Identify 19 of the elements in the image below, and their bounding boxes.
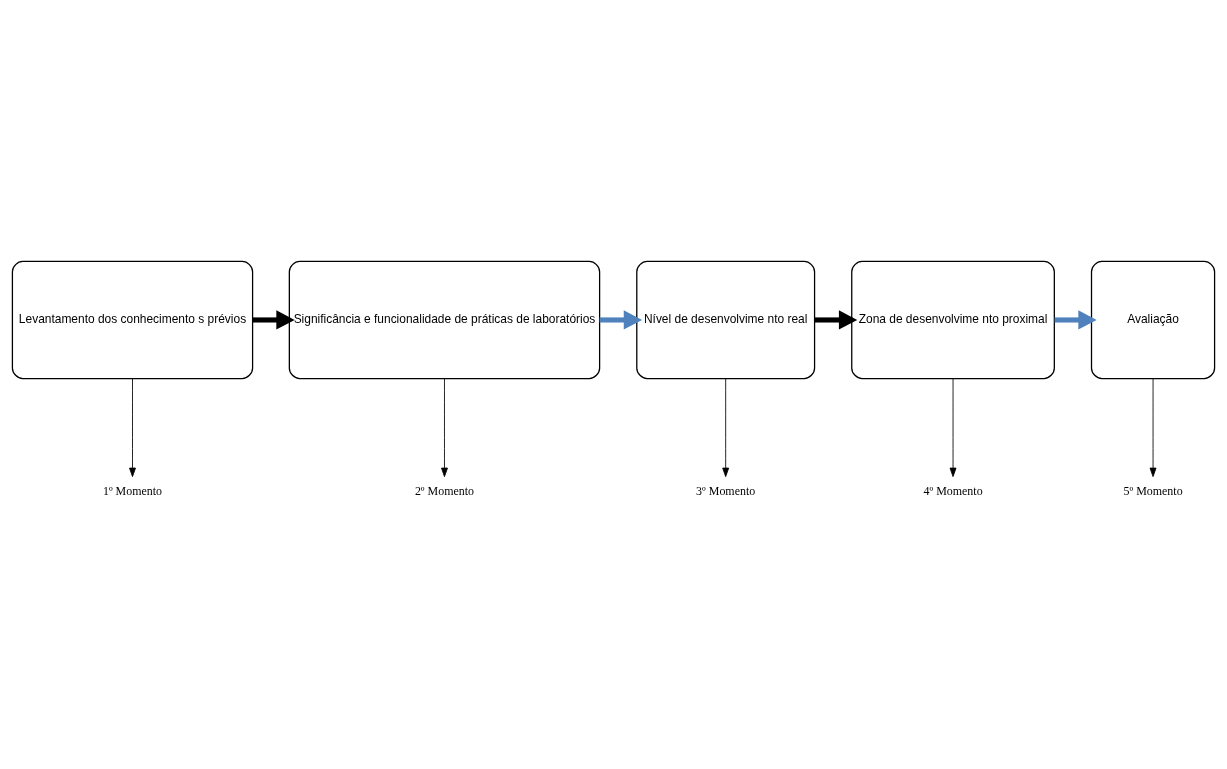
node-text: 4º Momento [923, 484, 983, 499]
node-text: 1º Momento [102, 484, 163, 499]
arrow [949, 378, 957, 478]
arrow [1149, 378, 1157, 478]
arrow [722, 378, 730, 478]
node-box: Zona de desenvolvime nto proximal [851, 260, 1055, 380]
arrow [129, 378, 136, 478]
arrow [441, 378, 448, 478]
arrow [252, 310, 295, 330]
node-box: Avaliação [1090, 260, 1216, 380]
arrow [599, 310, 643, 330]
arrow [1054, 310, 1097, 330]
node-box: Levantamento dos conhecimento s prévios [11, 260, 254, 380]
node-box: Significância e funcionalidade de práticas de laboratórios [288, 260, 601, 380]
node-box: Nível de desenvolvime nto real [636, 260, 816, 380]
node-text: 5º Momento [1123, 484, 1183, 499]
node-text: 3º Momento [696, 484, 756, 499]
arrow [814, 310, 858, 330]
node-text: 2º Momento [414, 484, 475, 499]
